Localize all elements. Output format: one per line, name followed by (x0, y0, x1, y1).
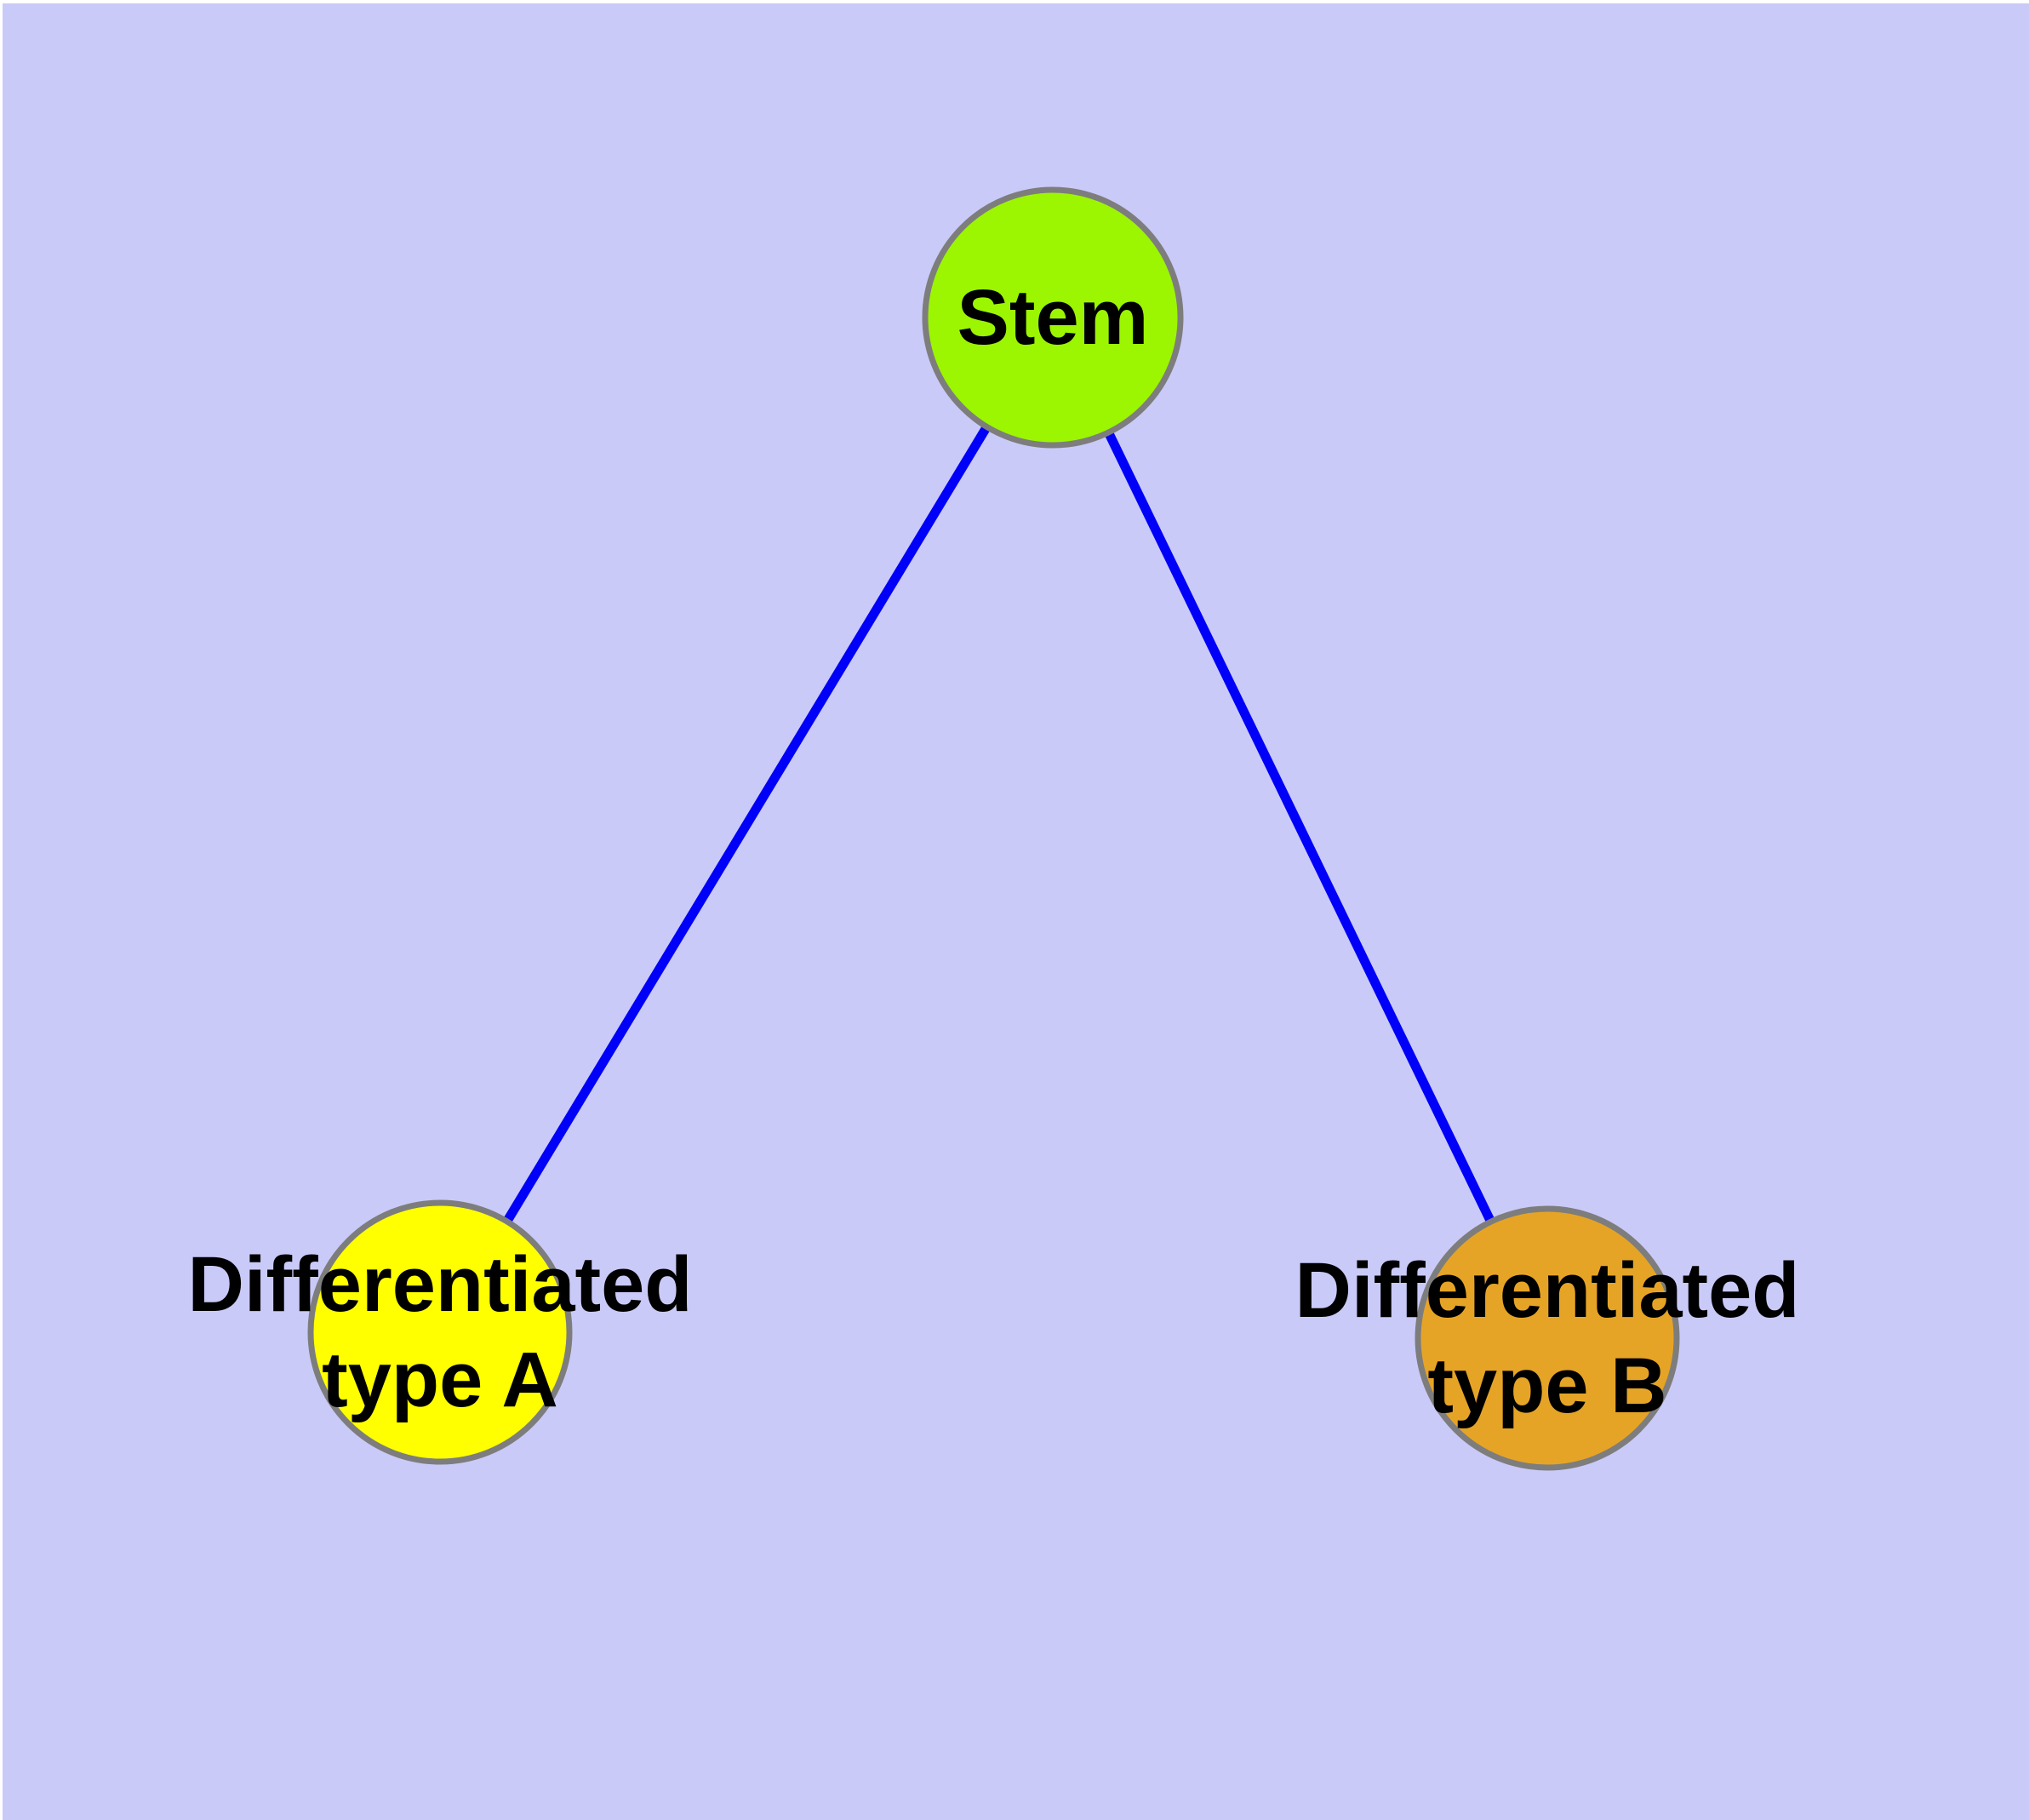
node-type-a-label-line1: Differentiated (187, 1241, 693, 1328)
edge-stem-to-type-a (436, 315, 1057, 1335)
node-type-b-label-line2: type B (1427, 1342, 1667, 1429)
node-stem-label: Stem (957, 270, 1149, 365)
edge-stem-to-type-b (1049, 315, 1552, 1341)
node-type-a-circle (307, 1199, 573, 1465)
node-stem-label-line1: Stem (957, 274, 1149, 361)
node-type-b-label-line1: Differentiated (1295, 1247, 1800, 1334)
node-type-a-label: Differentiated type A (188, 1237, 693, 1428)
node-stem-circle (922, 186, 1184, 449)
node-type-a-label-line2: type A (322, 1336, 558, 1423)
node-type-b-label: Differentiated type B (1295, 1243, 1800, 1434)
node-type-b-circle (1415, 1205, 1680, 1471)
